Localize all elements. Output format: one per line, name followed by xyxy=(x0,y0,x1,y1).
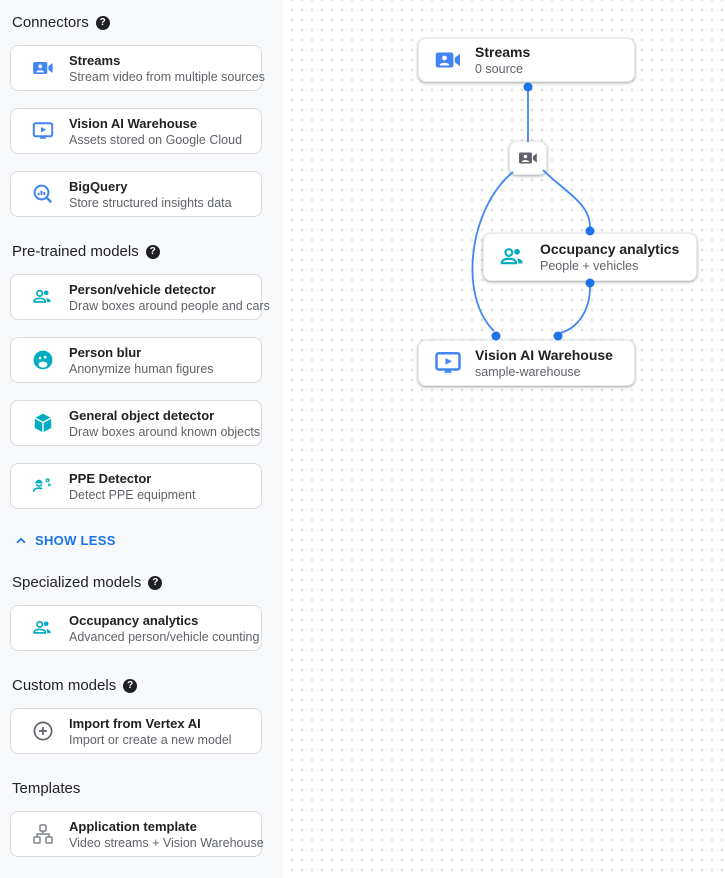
bigquery-icon xyxy=(31,182,55,206)
node-title: Streams xyxy=(475,44,531,60)
card-occupancy-analytics[interactable]: Occupancy analytics Advanced person/vehi… xyxy=(10,605,262,651)
node-subtitle: 0 source xyxy=(475,62,523,76)
node-title: Vision AI Warehouse xyxy=(475,347,613,363)
warehouse-icon xyxy=(433,348,463,378)
card-title: Person blur xyxy=(69,344,142,360)
section-title-custom-models: Custom models xyxy=(12,677,117,694)
card-import-from-vertex-ai[interactable]: Import from Vertex AI Import or create a… xyxy=(10,708,262,754)
show-less-label: SHOW LESS xyxy=(35,533,116,548)
card-person-vehicle-detector[interactable]: Person/vehicle detector Draw boxes aroun… xyxy=(10,274,270,320)
help-icon[interactable]: ? xyxy=(148,575,163,590)
card-subtitle: Draw boxes around known objects xyxy=(69,424,261,439)
streams-icon xyxy=(31,56,55,80)
card-subtitle: Detect PPE equipment xyxy=(69,487,196,502)
cube-icon xyxy=(31,411,55,435)
section-title-connectors: Connectors xyxy=(12,14,89,31)
chevron-up-icon xyxy=(16,537,26,543)
node-subtitle: People + vehicles xyxy=(540,259,639,273)
card-subtitle: Anonymize human figures xyxy=(69,361,214,376)
card-subtitle: Store structured insights data xyxy=(69,195,232,210)
section-header-pretrained-models: Pre-trained models ? xyxy=(12,243,260,260)
card-general-object-detector[interactable]: General object detector Draw boxes aroun… xyxy=(10,400,262,446)
section-title-pretrained-models: Pre-trained models xyxy=(12,243,139,260)
help-icon[interactable]: ? xyxy=(123,678,138,693)
help-icon[interactable]: ? xyxy=(95,15,110,30)
card-title: Streams xyxy=(69,52,121,68)
card-title: BigQuery xyxy=(69,178,128,194)
card-title: Import from Vertex AI xyxy=(69,715,201,731)
card-ppe-detector[interactable]: PPE Detector Detect PPE equipment xyxy=(10,463,262,509)
node-vision-ai-warehouse[interactable]: Vision AI Warehouse sample-warehouse xyxy=(418,340,635,386)
node-stream-junction[interactable] xyxy=(509,141,547,175)
card-title: General object detector xyxy=(69,407,215,423)
node-occupancy-analytics[interactable]: Occupancy analytics People + vehicles xyxy=(483,233,697,281)
port-streams-out xyxy=(523,82,533,92)
people-icon xyxy=(31,285,55,309)
section-title-specialized-models: Specialized models xyxy=(12,574,142,591)
card-person-blur[interactable]: Person blur Anonymize human figures xyxy=(10,337,262,383)
people-icon xyxy=(31,616,55,640)
edge-occupancy-warehouse xyxy=(559,286,591,334)
card-streams[interactable]: Streams Stream video from multiple sourc… xyxy=(10,45,265,91)
card-subtitle: Video streams + Vision Warehouse xyxy=(69,835,264,850)
card-subtitle: Draw boxes around people and cars xyxy=(69,298,270,313)
card-subtitle: Import or create a new model xyxy=(69,732,232,747)
card-title: Vision AI Warehouse xyxy=(69,115,198,131)
card-subtitle: Advanced person/vehicle counting xyxy=(69,629,260,644)
edge-layer xyxy=(471,82,595,341)
card-application-template[interactable]: Application template Video streams + Vis… xyxy=(10,811,264,857)
help-icon[interactable]: ? xyxy=(145,244,160,259)
card-title: PPE Detector xyxy=(69,470,152,486)
card-title: Person/vehicle detector xyxy=(69,281,216,297)
card-subtitle: Stream video from multiple sources xyxy=(69,69,265,84)
warehouse-icon xyxy=(31,119,55,143)
section-header-specialized-models: Specialized models ? xyxy=(12,574,260,591)
people-icon xyxy=(498,242,528,272)
card-title: Occupancy analytics xyxy=(69,612,199,628)
streams-icon xyxy=(433,45,463,75)
section-header-connectors: Connectors ? xyxy=(12,14,260,31)
show-less-button[interactable]: SHOW LESS xyxy=(14,533,116,548)
plus-circle-icon xyxy=(31,719,55,743)
node-streams[interactable]: Streams 0 source xyxy=(418,38,635,82)
camera-icon xyxy=(517,147,539,169)
section-header-custom-models: Custom models ? xyxy=(12,677,260,694)
section-header-templates: Templates xyxy=(12,780,260,797)
section-title-templates: Templates xyxy=(12,780,81,797)
component-library-sidebar: Connectors ? Streams Stream video from m… xyxy=(0,0,283,878)
card-subtitle: Assets stored on Google Cloud xyxy=(69,132,243,147)
node-title: Occupancy analytics xyxy=(540,241,680,257)
node-subtitle: sample-warehouse xyxy=(475,365,581,379)
person-blur-icon xyxy=(31,348,55,372)
edge-junction-occupancy xyxy=(542,169,591,228)
card-bigquery[interactable]: BigQuery Store structured insights data xyxy=(10,171,262,217)
card-title: Application template xyxy=(69,818,197,834)
app-template-icon xyxy=(31,822,55,846)
ppe-icon xyxy=(31,474,55,498)
graph-canvas[interactable]: Streams 0 source Occupancy analytics Peo… xyxy=(283,0,725,878)
card-vision-ai-warehouse[interactable]: Vision AI Warehouse Assets stored on Goo… xyxy=(10,108,262,154)
